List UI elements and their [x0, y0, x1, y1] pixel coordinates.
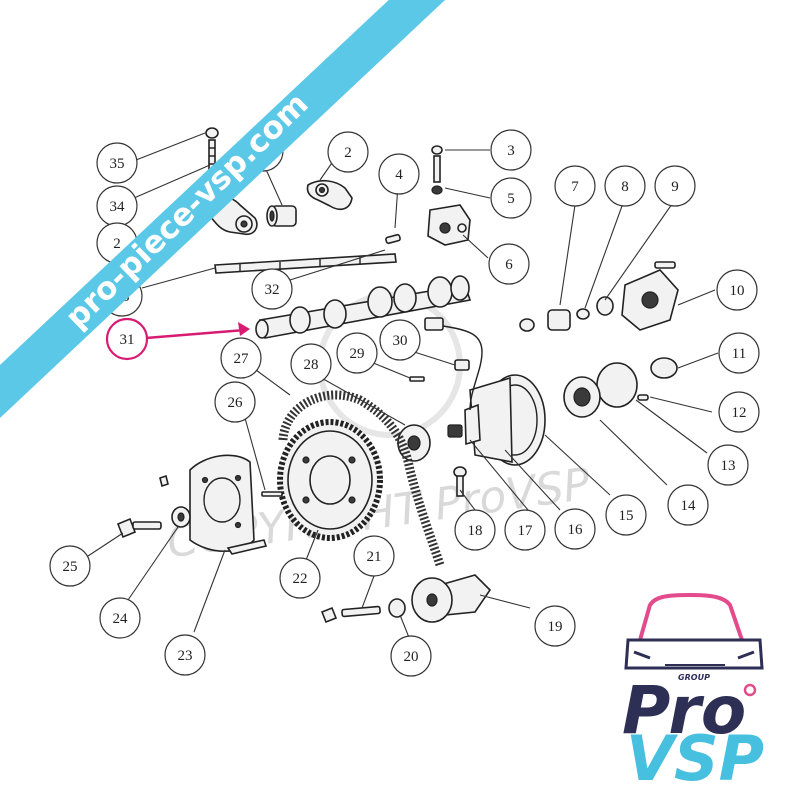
svg-text:12: 12: [732, 405, 747, 421]
callout-9: 9: [654, 165, 696, 207]
callout-11: 11: [718, 332, 760, 374]
callout-17: 17: [504, 509, 546, 551]
svg-text:19: 19: [548, 619, 563, 635]
svg-text:20: 20: [404, 649, 419, 665]
screw-nut-part: [431, 145, 443, 195]
callout-26: 26: [214, 381, 256, 423]
svg-text:13: 13: [721, 458, 736, 474]
callout-3: 3: [490, 129, 532, 171]
callout-5: 5: [490, 177, 532, 219]
svg-text:6: 6: [505, 257, 513, 273]
rocker-arm-right-part: [306, 179, 353, 211]
svg-text:34: 34: [110, 199, 126, 215]
logo-gear-icon: [743, 683, 757, 697]
callout-25: 25: [49, 545, 91, 587]
logo-pro-text: Pro: [622, 672, 746, 749]
car-outline-icon: [624, 592, 764, 670]
svg-text:14: 14: [681, 498, 697, 514]
thermostat-housing-parts: [519, 261, 679, 332]
callout-20: 20: [390, 635, 432, 677]
callout-24: 24: [99, 597, 141, 639]
sensor-part: [424, 317, 483, 438]
callout-29: 29: [336, 332, 378, 374]
svg-text:7: 7: [571, 179, 579, 195]
rocker-shaft-part: [214, 253, 397, 274]
svg-text:4: 4: [395, 167, 403, 183]
svg-text:2: 2: [344, 145, 352, 161]
svg-text:8: 8: [621, 179, 629, 195]
callout-16: 16: [554, 508, 596, 550]
highlight-arrow: [145, 322, 250, 340]
bracket-part: [427, 204, 471, 246]
logo-vsp-text: VSP: [626, 722, 764, 795]
svg-text:30: 30: [393, 333, 408, 349]
camshaft-sprocket-part: [277, 419, 383, 541]
camshaft-part: [255, 275, 472, 339]
callout-28: 28: [290, 343, 332, 385]
svg-text:17: 17: [518, 523, 534, 539]
callout-15: 15: [605, 494, 647, 536]
key-pin-part: [261, 491, 283, 497]
callout-21: 21: [353, 535, 395, 577]
callouts: 35 34 1 2 2 3 4 5 6 7 8 9 10 11 12 13 14…: [49, 129, 760, 677]
callout-35: 35: [96, 142, 138, 184]
tensioner-stud-part: [320, 598, 406, 624]
timing-belt-part: [278, 390, 445, 567]
svg-text:16: 16: [568, 522, 584, 538]
logo-group-text: GROUP: [678, 673, 710, 682]
svg-text:28: 28: [304, 357, 319, 373]
callout-13: 13: [707, 444, 749, 486]
svg-text:23: 23: [178, 648, 193, 664]
svg-text:32: 32: [265, 282, 280, 298]
callout-34: 34: [96, 185, 138, 227]
svg-text:27: 27: [234, 351, 250, 367]
belt-tensioner-part: [411, 574, 492, 623]
callout-4: 4: [378, 153, 420, 195]
svg-text:2: 2: [113, 236, 121, 252]
callout-2-top: 2: [327, 131, 369, 173]
callout-32: 32: [251, 268, 293, 310]
svg-text:5: 5: [507, 191, 515, 207]
svg-text:9: 9: [671, 179, 679, 195]
small-bolt-part: [409, 376, 425, 382]
callout-22: 22: [279, 557, 321, 599]
callout-12: 12: [718, 391, 760, 433]
callout-7: 7: [554, 165, 596, 207]
svg-text:10: 10: [730, 283, 745, 299]
idler-pulley-part: [397, 424, 431, 462]
callout-18: 18: [454, 509, 496, 551]
bush-part: [266, 205, 297, 227]
svg-text:25: 25: [63, 559, 78, 575]
timing-cover-plate-part: [189, 454, 268, 555]
callout-27: 27: [220, 337, 262, 379]
svg-text:31: 31: [120, 332, 135, 348]
bolt-washer-parts: [116, 474, 191, 539]
bearing-parts: [563, 357, 678, 418]
water-pump-part: [464, 374, 546, 466]
callout-30: 30: [379, 319, 421, 361]
provsp-logo: GROUP Pro VSP: [622, 592, 764, 795]
svg-text:29: 29: [350, 346, 365, 362]
callout-31-highlighted: 31: [105, 317, 149, 361]
svg-text:3: 3: [507, 143, 515, 159]
callout-8: 8: [604, 165, 646, 207]
callout-14: 14: [667, 484, 709, 526]
svg-text:24: 24: [113, 611, 129, 627]
callout-23: 23: [164, 634, 206, 676]
svg-text:21: 21: [367, 549, 382, 565]
svg-text:11: 11: [732, 346, 746, 362]
callout-6: 6: [488, 243, 530, 285]
callout-10: 10: [716, 269, 758, 311]
pump-bolt-part: [453, 466, 467, 497]
callout-19: 19: [534, 605, 576, 647]
svg-text:26: 26: [228, 395, 244, 411]
svg-text:22: 22: [293, 571, 308, 587]
svg-text:15: 15: [619, 508, 634, 524]
dowel-pin-part: [385, 233, 401, 245]
svg-text:18: 18: [468, 523, 483, 539]
svg-text:35: 35: [110, 156, 125, 172]
